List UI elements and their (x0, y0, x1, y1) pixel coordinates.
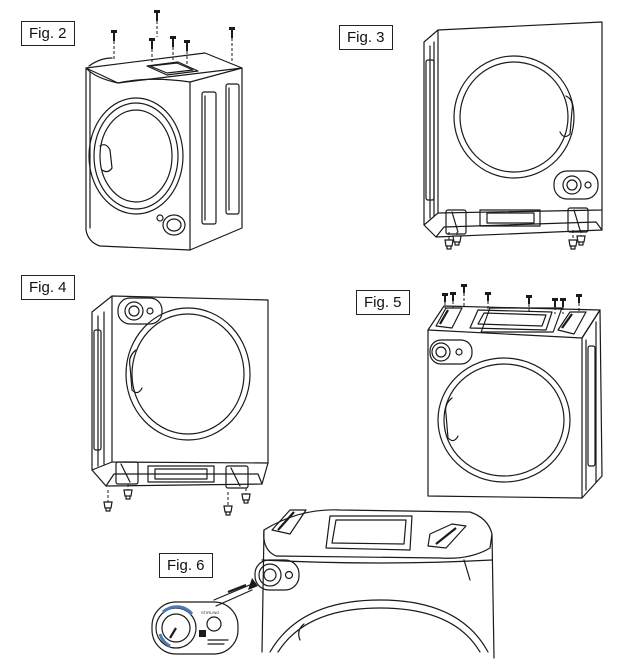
fig6-label: Fig. 6 (159, 553, 213, 578)
fig2-label: Fig. 2 (21, 21, 75, 46)
fig2-dryer-illustration (85, 10, 243, 251)
fig6-dryer-closeup-illustration (213, 509, 495, 659)
fig5-screws-icon (442, 284, 582, 314)
fig3-label: Fig. 3 (339, 25, 393, 50)
fig3-dryer-illustration (423, 21, 603, 250)
fig4-dryer-illustration (91, 295, 269, 516)
fig2-screws-icon (111, 10, 235, 66)
control-panel-illustration: STIRLING (151, 601, 239, 655)
fig3-feet-icon (444, 230, 586, 250)
fig4-label: Fig. 4 (21, 275, 75, 300)
fig4-feet-icon (103, 484, 251, 516)
fig5-dryer-illustration (427, 284, 603, 499)
control-panel-brand: STIRLING (201, 610, 219, 615)
fig5-label: Fig. 5 (356, 290, 410, 315)
